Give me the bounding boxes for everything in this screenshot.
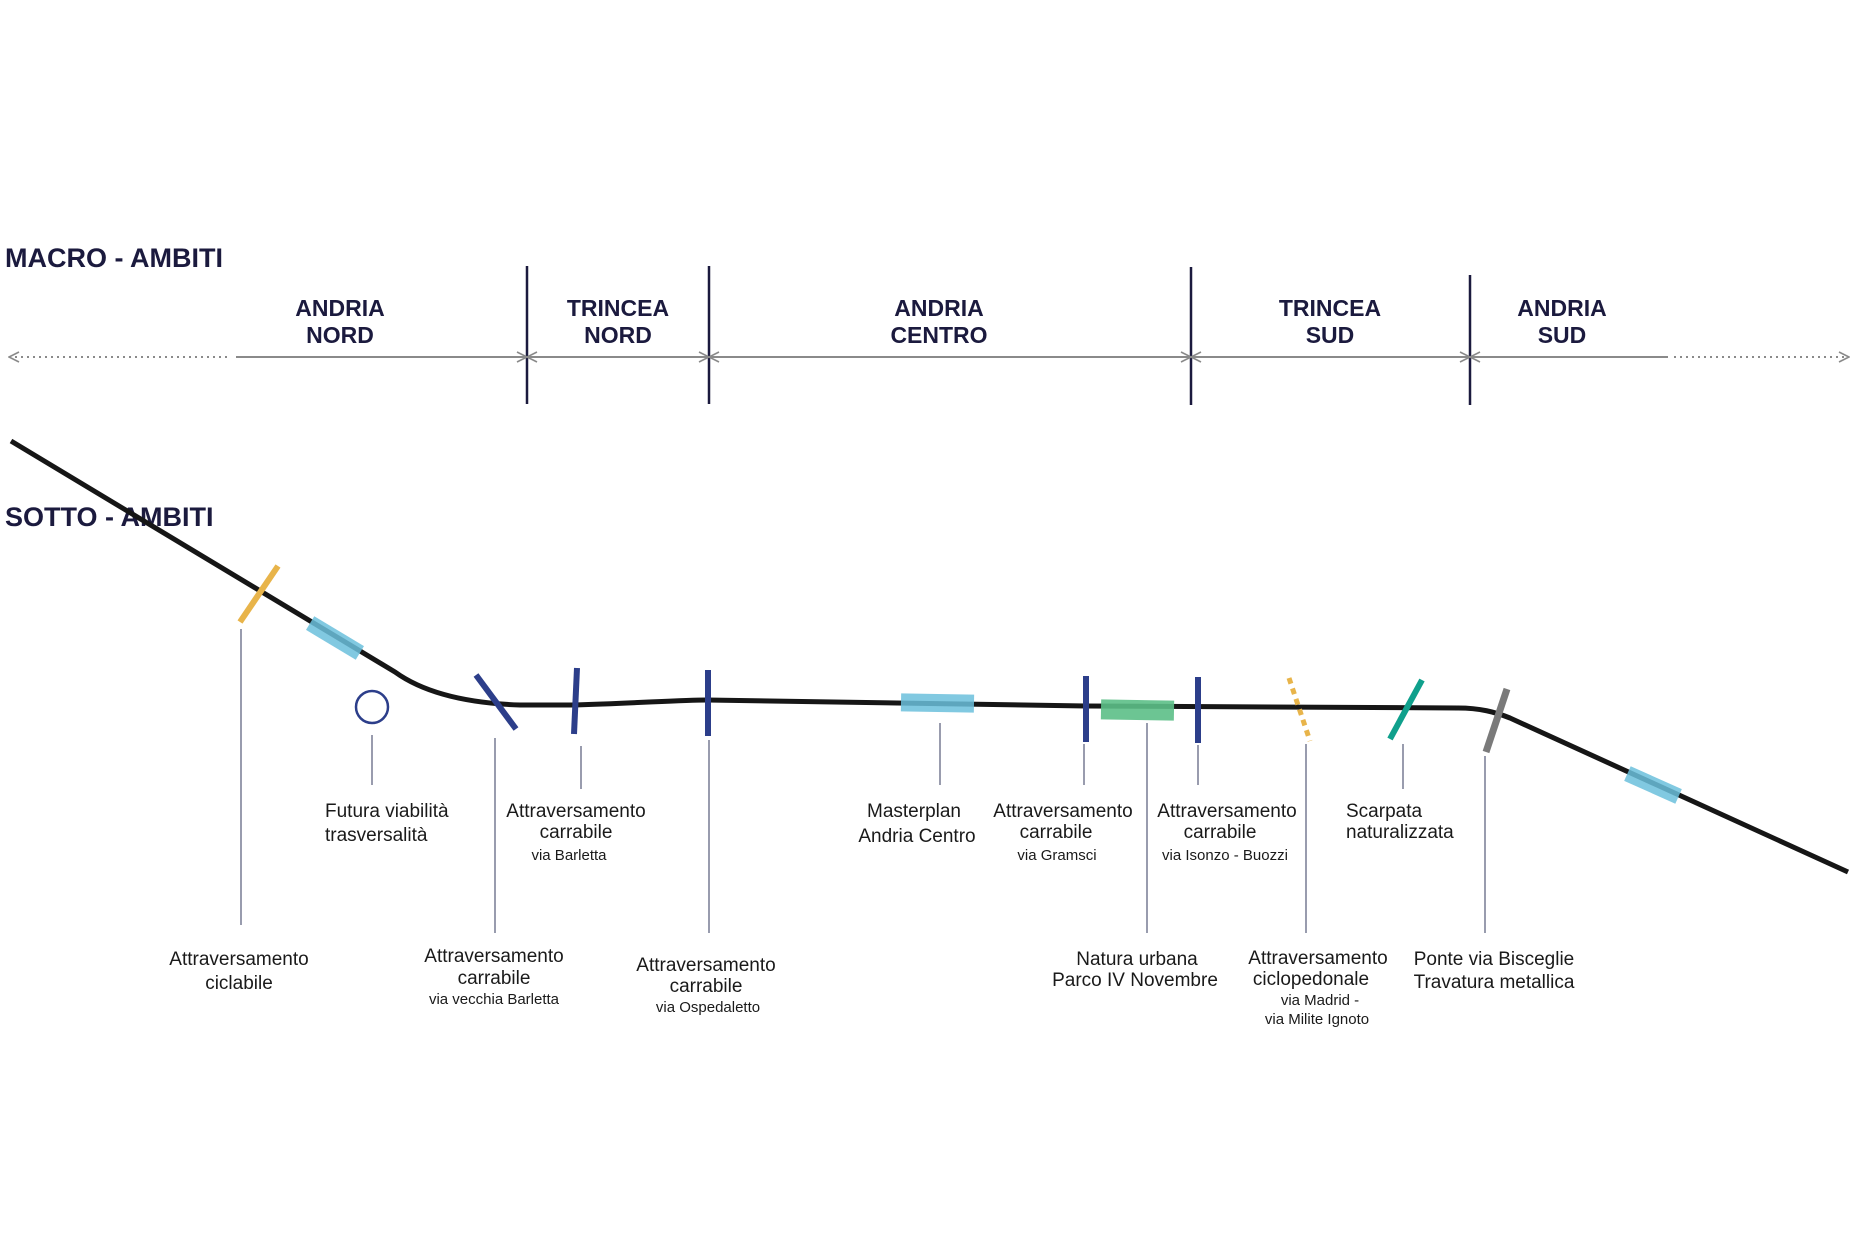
macro-label: NORD [584, 322, 652, 348]
ciclabile-crossing-marker [237, 564, 281, 624]
futura-viabilita-circle [354, 689, 390, 725]
label-ciclopedonale: Attraversamento ciclopedonale via Madrid… [1248, 948, 1387, 1028]
natura-urbana-segment-marker [1100, 699, 1175, 721]
label-line: Scarpata [1346, 801, 1422, 822]
label-vecchia-barletta: Attraversamento carrabile via vecchia Ba… [424, 946, 563, 1008]
label-line: Ponte via Bisceglie [1414, 949, 1575, 970]
label-line: carrabile [1020, 822, 1093, 843]
label-barletta: Attraversamento carrabile via Barletta [506, 801, 645, 864]
label-line: carrabile [540, 822, 613, 843]
label-line: Attraversamento [1248, 948, 1387, 969]
blue-segment-marker [1624, 766, 1682, 804]
label-sub: via Barletta [531, 847, 607, 864]
macro-ambito-andria-sud: ANDRIA SUD [1517, 295, 1606, 348]
scarpata-marker [1387, 678, 1425, 741]
label-scarpata: Scarpata naturalizzata [1346, 801, 1454, 843]
macro-label: NORD [306, 322, 374, 348]
label-gramsci: Attraversamento carrabile via Gramsci [993, 801, 1132, 864]
label-line: Andria Centro [858, 826, 975, 847]
macro-label: CENTRO [890, 322, 987, 348]
macro-label: ANDRIA [295, 295, 384, 321]
label-line: Parco IV Novembre [1052, 970, 1218, 991]
label-sub: via Ospedaletto [656, 999, 760, 1016]
label-line: Travatura metallica [1414, 972, 1575, 993]
label-line: Attraversamento [636, 955, 775, 976]
macro-label: TRINCEA [567, 295, 669, 321]
macro-ambito-trincea-nord: TRINCEA NORD [567, 295, 669, 348]
label-line: Attraversamento [424, 946, 563, 967]
label-ospedaletto: Attraversamento carrabile via Ospedalett… [636, 955, 775, 1016]
label-line: Natura urbana [1076, 949, 1198, 970]
label-sub: via Gramsci [1017, 847, 1096, 864]
macro-label: SUD [1538, 322, 1587, 348]
label-natura-urbana: Natura urbana Parco IV Novembre [1052, 949, 1218, 991]
label-sub: via vecchia Barletta [429, 991, 560, 1008]
label-line: trasversalità [325, 825, 428, 846]
blue-segment-marker [306, 616, 364, 660]
macro-label: SUD [1306, 322, 1355, 348]
label-sub: via Milite Ignoto [1265, 1011, 1369, 1028]
sotto-ambiti-title: SOTTO - AMBITI [5, 502, 214, 532]
masterplan-segment-marker [900, 693, 975, 713]
label-ponte: Ponte via Bisceglie Travatura metallica [1414, 949, 1575, 993]
label-line: Attraversamento [169, 949, 308, 970]
macro-label: TRINCEA [1279, 295, 1381, 321]
macro-ambiti-title: MACRO - AMBITI [5, 243, 223, 273]
carrabile-vecchia-barletta-marker [473, 673, 519, 731]
leader-lines [240, 629, 1486, 933]
label-line: Futura viabilità [325, 801, 449, 822]
macro-ambito-andria-nord: ANDRIA NORD [295, 295, 384, 348]
label-line: Attraversamento [506, 801, 645, 822]
ciclopedonale-crossing-marker [1286, 677, 1313, 742]
label-line: ciclabile [205, 973, 273, 994]
label-ciclabile: Attraversamento ciclabile [169, 949, 308, 994]
label-line: carrabile [1184, 822, 1257, 843]
macro-ambito-trincea-sud: TRINCEA SUD [1279, 295, 1381, 348]
label-futura-viabilita: Futura viabilità trasversalità [325, 801, 449, 846]
label-isonzo: Attraversamento carrabile via Isonzo - B… [1157, 801, 1296, 864]
label-sub: via Isonzo - Buozzi [1162, 847, 1288, 864]
label-line: ciclopedonale [1253, 969, 1369, 990]
label-line: Masterplan [867, 801, 961, 822]
label-line: carrabile [458, 968, 531, 989]
label-sub: via Madrid - [1281, 992, 1359, 1009]
macro-ambito-andria-centro: ANDRIA CENTRO [890, 295, 987, 348]
railway-track [9, 438, 1850, 875]
macro-label: ANDRIA [894, 295, 983, 321]
macro-dividers [525, 266, 1472, 405]
ponte-marker [1482, 687, 1511, 754]
label-line: Attraversamento [1157, 801, 1296, 822]
label-line: naturalizzata [1346, 822, 1454, 843]
label-line: Attraversamento [993, 801, 1132, 822]
label-line: carrabile [670, 976, 743, 997]
carrabile-barletta-marker [571, 667, 580, 735]
macro-label: ANDRIA [1517, 295, 1606, 321]
label-masterplan: Masterplan Andria Centro [858, 801, 975, 847]
